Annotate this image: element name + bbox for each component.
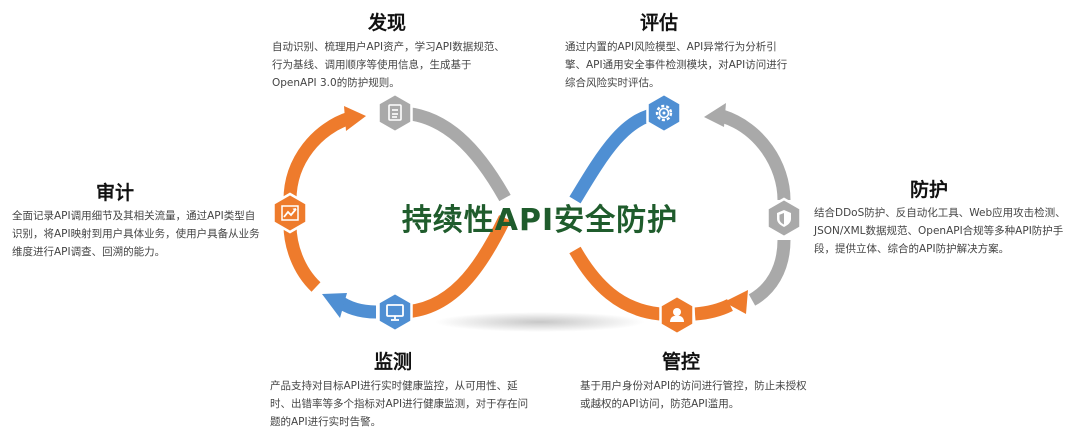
user-icon [670, 308, 684, 322]
arrow-orange-top-left [344, 106, 366, 131]
protect-node [766, 197, 802, 239]
stage-title-control: 管控 [662, 351, 701, 373]
segment-lower-left-orange [283, 224, 321, 292]
segment-center-to-evaluate [569, 106, 662, 204]
shield-icon [777, 210, 791, 227]
segment-center-to-monitor [399, 215, 511, 319]
arrow-blue-left [322, 293, 347, 318]
stage-title-protect: 防护 [910, 179, 949, 201]
stage-desc-discover: 自动识别、梳理用户API资产，学习API数据规范、行为基线、调用顺序等使用信息，… [272, 41, 505, 89]
trend-chart-icon [281, 205, 299, 221]
evaluate-node [646, 92, 682, 134]
discover-node [377, 92, 413, 134]
segment-arrow-to-control [694, 299, 733, 321]
stage-desc-audit: 全面记录API调用细节及其相关流量，通过API类型自识别，将API映射到用户具体… [12, 210, 260, 258]
gear-icon [655, 104, 673, 122]
stage-desc-control: 基于用户身份对API的访问进行管控，防止未授权或越权的API访问，防范API滥用… [580, 380, 807, 410]
stage-desc-evaluate: 通过内置的API风险模型、API异常行为分析引擎、API通用安全事件检测模块，对… [565, 41, 788, 89]
stage-title-evaluate: 评估 [640, 12, 679, 34]
stage-title-monitor: 监测 [374, 351, 413, 373]
stage-title-audit: 审计 [96, 182, 135, 204]
monitor-icon [386, 304, 404, 321]
stage-desc-protect: 结合DDoS防护、反自动化工具、Web应用攻击检测、JSON/XML数据规范、O… [814, 207, 1066, 255]
segment-control-to-center [569, 246, 661, 321]
stage-desc-monitor: 产品支持对目标API进行实时健康监控，从可用性、延时、出错率等多个指标对API进… [270, 380, 529, 428]
center-title: 持续性API安全防护 [401, 203, 679, 238]
segment-discover-to-center [397, 106, 511, 202]
document-icon [388, 104, 402, 121]
audit-node [272, 192, 308, 234]
segment-evaluate-to-protect [719, 109, 791, 201]
segment-protect-to-control [748, 239, 791, 306]
arrow-orange-bottom-right [724, 290, 748, 314]
control-node [659, 294, 695, 336]
monitor-node [377, 291, 413, 333]
center-shadow [435, 312, 645, 332]
stage-title-discover: 发现 [368, 12, 407, 34]
segment-audit-to-discover [283, 111, 353, 201]
